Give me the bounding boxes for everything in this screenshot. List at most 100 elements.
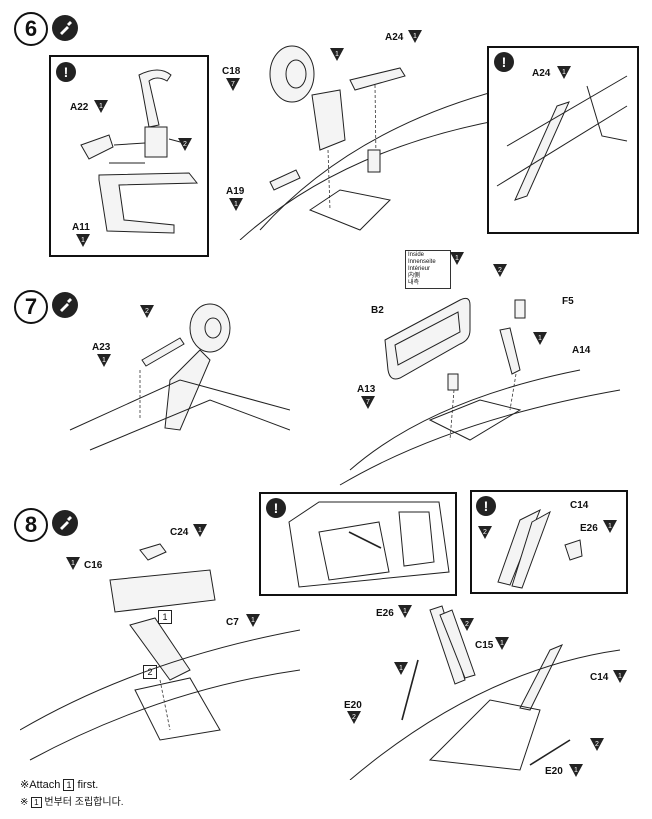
triangle-count-icon: 1 [450, 252, 464, 265]
step-8-c14-drawing [497, 508, 583, 589]
order-mark-2: 2 [143, 665, 157, 679]
triangle-count-icon: 1 [97, 354, 111, 367]
label-a24: A24 [385, 32, 404, 43]
count-a11: 1 [81, 237, 85, 244]
step-7-right-drawing [339, 297, 621, 486]
count-a22: 1 [99, 103, 103, 110]
note-kr-suffix: 번부터 조립합니다. [44, 797, 124, 808]
step-6-main-drawing [239, 45, 500, 240]
step-8-number: 8 [14, 508, 48, 542]
triangle-count-icon: 2 [460, 618, 474, 631]
count-c16: 1 [71, 560, 75, 567]
detail-count-a24: 1 [562, 69, 566, 76]
label-a22: A22 [70, 102, 89, 113]
triangle-count-icon: 2 [178, 138, 192, 151]
triangle-count-icon: 1 [613, 670, 627, 683]
triangle-count-icon: 1 [66, 557, 80, 570]
count-a23-qty: 2 [145, 308, 149, 315]
count-c18: 7 [231, 81, 235, 88]
count-a14-qty: 1 [538, 335, 542, 342]
label-c14-detail: C14 [570, 500, 589, 511]
count-inside: 1 [455, 255, 459, 262]
inside-note-de: Innenseite [408, 259, 436, 265]
inside-note: Inside Innenseite Intérieur 内側 내측 [405, 250, 451, 289]
exclamation-icon: ! [266, 498, 286, 518]
exclamation-icon: ! [476, 496, 496, 516]
inside-note-en: Inside [408, 252, 425, 258]
label-a11: A11 [72, 222, 90, 233]
count-c24: 1 [198, 527, 202, 534]
label-c18: C18 [222, 66, 241, 77]
exclamation-icon: ! [494, 52, 514, 72]
note-en-suffix: first. [77, 779, 99, 791]
count-wheel-strut: 1 [335, 51, 339, 58]
step-6-number-text: 6 [24, 16, 38, 41]
step-6-number: 6 [14, 12, 48, 46]
triangle-count-icon: 2 [478, 526, 492, 539]
triangle-count-icon: 1 [330, 48, 344, 61]
step-7-number: 7 [14, 290, 48, 324]
label-a13: A13 [357, 384, 376, 395]
step-8-c14-detail [470, 490, 628, 594]
count-a24: 1 [413, 33, 417, 40]
label-e26-detail: E26 [580, 523, 598, 534]
count-e20: 2 [352, 714, 356, 721]
triangle-count-icon: 1 [76, 234, 90, 247]
order-mark-1: 1 [158, 610, 172, 624]
count-a13: 7 [366, 399, 370, 406]
label-e26: E26 [376, 608, 394, 619]
exclamation-icon: ! [56, 62, 76, 82]
label-e20-b: E20 [545, 766, 563, 777]
count-callout-2: 2 [183, 141, 187, 148]
triangle-count-icon: 1 [398, 605, 412, 618]
inside-note-fr: Intérieur [408, 266, 431, 272]
label-e20: E20 [344, 700, 362, 711]
label-c16: C16 [84, 560, 103, 571]
triangle-count-icon: 7 [226, 78, 240, 91]
triangle-count-icon: 1 [229, 198, 243, 211]
count-c14-detail: 2 [483, 529, 487, 536]
note-en-num: 1 [63, 779, 75, 791]
label-c14: C14 [590, 672, 609, 683]
label-c15: C15 [475, 640, 494, 651]
triangle-count-icon: 2 [493, 264, 507, 277]
step-8-number-text: 8 [24, 512, 38, 537]
count-c15-qty: 2 [465, 621, 469, 628]
triangle-count-icon: 1 [408, 30, 422, 43]
step-7-left-drawing [69, 303, 290, 451]
paint-brush-icon [52, 15, 78, 41]
triangle-count-icon: 1 [533, 332, 547, 345]
label-a14: A14 [572, 345, 591, 356]
paint-brush-glyph [60, 516, 72, 530]
label-c7: C7 [226, 617, 239, 628]
triangle-count-icon: 1 [495, 637, 509, 650]
label-a19: A19 [226, 186, 245, 197]
triangle-count-icon: 1 [569, 764, 583, 777]
triangle-count-icon: 2 [140, 305, 154, 318]
inside-note-kr: 내측 [408, 280, 420, 286]
count-e20b: 1 [574, 767, 578, 774]
triangle-count-icon: 1 [394, 662, 408, 675]
note-english: ※Attach 1 first. [20, 778, 98, 791]
inside-note-jp: 内側 [408, 273, 421, 279]
triangle-count-icon: 7 [361, 396, 375, 409]
count-e20b-qty: 2 [595, 741, 599, 748]
triangle-count-icon: 1 [557, 66, 571, 79]
step-6-gear-strut-drawing [80, 69, 199, 234]
paint-brush-icon [52, 510, 78, 536]
label-f5: F5 [562, 296, 574, 307]
triangle-count-icon: 2 [590, 738, 604, 751]
step-7-number-text: 7 [24, 294, 38, 319]
paint-brush-glyph [60, 298, 72, 312]
detail-label-a24: A24 [532, 68, 551, 79]
paint-brush-glyph [60, 21, 72, 35]
count-a19: 1 [234, 201, 238, 208]
label-b2: B2 [371, 305, 384, 316]
count-c14: 1 [618, 673, 622, 680]
triangle-count-icon: 1 [246, 614, 260, 627]
note-kr-num: 1 [31, 797, 42, 808]
triangle-count-icon: 1 [94, 100, 108, 113]
step-6-a24-detail-drawing [496, 75, 628, 201]
label-a23: A23 [92, 342, 111, 353]
triangle-count-icon: 1 [603, 520, 617, 533]
